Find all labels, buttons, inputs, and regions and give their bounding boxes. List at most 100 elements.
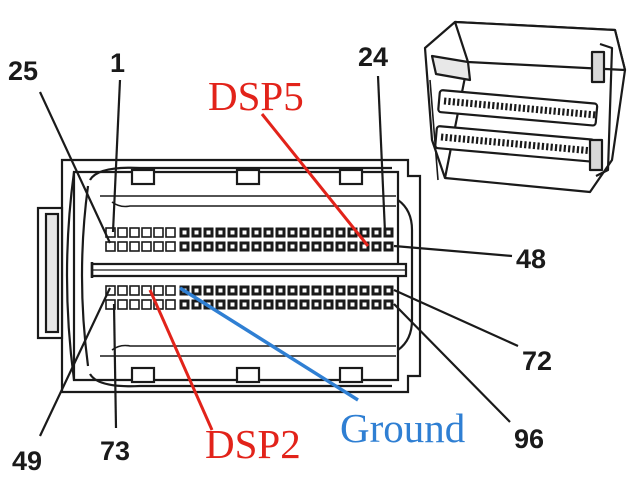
pin-contact xyxy=(350,230,355,235)
pin-contact xyxy=(254,288,259,293)
pin-contact xyxy=(194,244,199,249)
leader-pin-24 xyxy=(376,75,387,233)
pin-contact xyxy=(386,288,391,293)
pin-contact xyxy=(194,230,199,235)
pin-label-73: 73 xyxy=(100,436,130,466)
pin-contact xyxy=(206,244,211,249)
leader-pin-1 xyxy=(111,79,122,233)
pin-cavity xyxy=(141,227,152,238)
pin-label-49: 49 xyxy=(12,446,42,476)
leader-pin-25 xyxy=(39,91,111,244)
pin-contact xyxy=(242,244,247,249)
leader-lines xyxy=(39,75,519,437)
pin-contact xyxy=(266,288,271,293)
pin-label-1: 1 xyxy=(110,48,125,78)
pin-cavity xyxy=(129,285,140,296)
pin-contact xyxy=(242,302,247,307)
leader-pin-48 xyxy=(393,244,513,258)
pin-contact xyxy=(206,230,211,235)
leader-dsp5 xyxy=(260,113,370,247)
pin-contact xyxy=(326,288,331,293)
pin-contact xyxy=(374,244,379,249)
signal-label-dsp2: DSP2 xyxy=(205,421,301,467)
pin-contact xyxy=(314,288,319,293)
pin-cavity xyxy=(117,285,128,296)
pin-contact xyxy=(242,230,247,235)
pin-contact xyxy=(386,244,391,249)
leader-pin-96 xyxy=(393,303,511,423)
pin-contact xyxy=(314,230,319,235)
pin-contact xyxy=(254,244,259,249)
pin-contact xyxy=(206,288,211,293)
pin-contact xyxy=(362,230,367,235)
pin-contact xyxy=(290,230,295,235)
pin-contact xyxy=(230,230,235,235)
pin-cavity xyxy=(153,285,164,296)
pin-contact xyxy=(254,230,259,235)
pin-contact xyxy=(218,288,223,293)
leader-pin-49 xyxy=(39,287,111,437)
pin-cavity xyxy=(153,241,164,252)
pin-contact xyxy=(338,302,343,307)
pin-contact xyxy=(302,230,307,235)
pin-cavity xyxy=(141,241,152,252)
pin-contact xyxy=(278,288,283,293)
pin-contact xyxy=(194,288,199,293)
pin-contact xyxy=(290,244,295,249)
pin-contact xyxy=(278,244,283,249)
pin-contact xyxy=(338,288,343,293)
pin-contact xyxy=(254,302,259,307)
pin-contact xyxy=(326,230,331,235)
pin-label-24: 24 xyxy=(358,42,388,72)
leader-pin-72 xyxy=(393,288,519,348)
pin-contact xyxy=(350,288,355,293)
pin-cavity xyxy=(129,241,140,252)
pin-contact xyxy=(362,288,367,293)
pin-contact xyxy=(194,302,199,307)
pin-contact xyxy=(230,244,235,249)
pin-contact xyxy=(278,230,283,235)
pin-contact xyxy=(266,244,271,249)
pin-contact xyxy=(326,244,331,249)
pin-contact xyxy=(218,302,223,307)
pin-contact xyxy=(362,302,367,307)
pin-label-96: 96 xyxy=(514,424,544,454)
pin-cavity xyxy=(165,285,176,296)
signal-label-dsp5: DSP5 xyxy=(208,73,304,119)
pin-label-72: 72 xyxy=(522,346,552,376)
pin-contact xyxy=(302,244,307,249)
pin-contact xyxy=(290,288,295,293)
pin-contact xyxy=(302,288,307,293)
pin-cavity xyxy=(165,227,176,238)
pin-contact xyxy=(266,302,271,307)
pin-contact xyxy=(350,244,355,249)
pin-contact xyxy=(242,288,247,293)
pin-contact xyxy=(302,302,307,307)
pin-contact xyxy=(278,302,283,307)
pin-cavity xyxy=(165,299,176,310)
pin-contact xyxy=(182,302,187,307)
pin-contact xyxy=(374,288,379,293)
pin-contact xyxy=(374,302,379,307)
pin-contact xyxy=(290,302,295,307)
pin-cavity xyxy=(129,299,140,310)
pin-contact xyxy=(350,302,355,307)
pin-contact xyxy=(218,244,223,249)
pin-cavity xyxy=(117,299,128,310)
pin-cavity xyxy=(129,227,140,238)
pin-contact xyxy=(230,288,235,293)
pin-contact xyxy=(362,244,367,249)
pin-contact xyxy=(338,244,343,249)
pin-contact xyxy=(266,230,271,235)
connector-front-view xyxy=(36,158,422,394)
pin-label-48: 48 xyxy=(516,244,546,274)
pin-contact xyxy=(338,230,343,235)
pin-cavity xyxy=(141,299,152,310)
pin-contact xyxy=(314,302,319,307)
pin-contact xyxy=(182,230,187,235)
pin-contact xyxy=(374,230,379,235)
connector-3d-view xyxy=(423,20,627,194)
pin-contact xyxy=(386,302,391,307)
pin-contact xyxy=(326,302,331,307)
